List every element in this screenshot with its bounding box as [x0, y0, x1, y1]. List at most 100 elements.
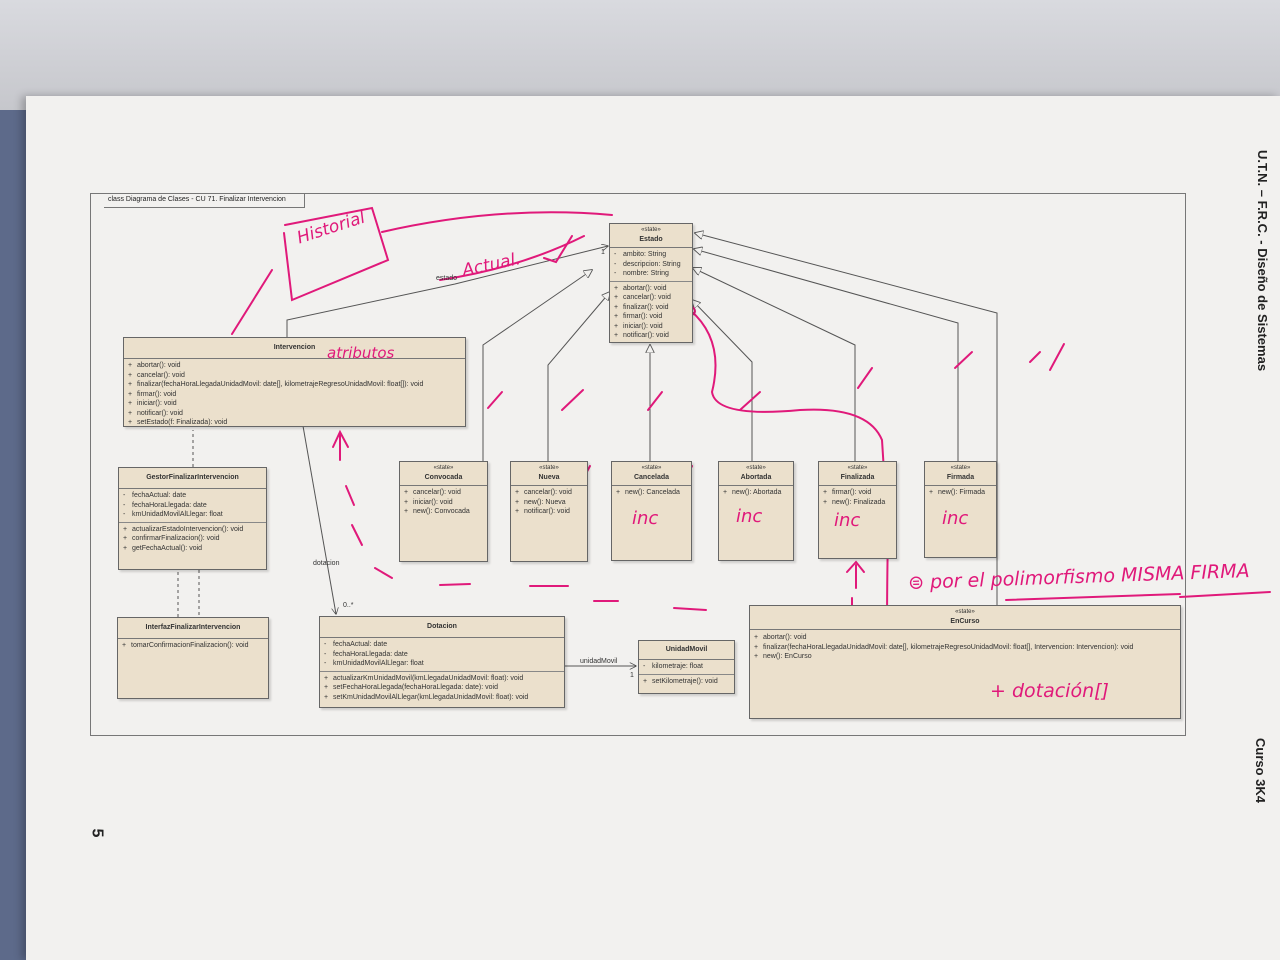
attribute: kmUnidadMovilAlLlegar: float	[333, 660, 424, 667]
operation: notificar(): void	[623, 332, 669, 339]
operation: notificar(): void	[524, 508, 570, 515]
class-name: Finalizada	[840, 474, 875, 481]
assoc-intervencion-estado	[286, 246, 608, 337]
annotation-inc-abortada: inc	[736, 506, 763, 527]
class-firmada[interactable]: «state»Firmada +new(): Firmada	[924, 461, 997, 558]
operation: abortar(): void	[763, 634, 807, 641]
class-name: UnidadMovil	[665, 646, 708, 653]
operation: confirmarFinalizacion(): void	[132, 535, 220, 542]
class-dotacion[interactable]: Dotacion -fechaActual: date -fechaHoraLl…	[319, 616, 565, 708]
assoc-label-unidad-movil: unidadMovil	[580, 658, 618, 665]
class-gestor-finalizar-intervencion[interactable]: GestorFinalizarIntervencion -fechaActual…	[118, 467, 267, 570]
operation: actualizarKmUnidadMovil(kmLlegadaUnidadM…	[333, 674, 524, 682]
operation: firmar(): void	[137, 390, 177, 398]
operation: actualizarEstadoIntervencion(): void	[132, 525, 244, 533]
class-name: Dotacion	[427, 623, 457, 630]
generalization-firmada	[694, 249, 959, 461]
operation: new(): Cancelada	[625, 489, 680, 496]
generalization-abortada	[692, 300, 753, 461]
operation: finalizar(fechaHoraLlegadaUnidadMovil: d…	[763, 643, 1134, 651]
stereotype-label: «state»	[955, 609, 975, 615]
attribute: fechaHoraLlegada: date	[333, 650, 408, 658]
assoc-mult-unidad-movil: 1	[630, 672, 634, 679]
generalization-convocada	[482, 270, 592, 461]
operation: new(): Finalizada	[832, 498, 886, 506]
attribute: descripcion: String	[623, 260, 681, 268]
class-name: GestorFinalizarIntervencion	[146, 474, 239, 481]
assoc-mult-dotacion: 0..*	[343, 602, 354, 609]
stereotype-label: «state»	[433, 465, 454, 471]
assoc-mult-estado: 1	[601, 249, 605, 256]
annotation-inc-cancelada: inc	[632, 508, 659, 529]
class-en-curso[interactable]: «state»EnCurso +abortar(): void +finaliz…	[749, 605, 1181, 719]
generalization-finalizada	[693, 268, 856, 461]
generalization-nueva	[547, 292, 610, 461]
annotation-dotacion: + dotación[]	[990, 680, 1109, 702]
operation: cancelar(): void	[524, 489, 572, 496]
operation: new(): EnCurso	[763, 653, 812, 660]
operation: setFechaHoraLlegada(fechaHoraLlegada: da…	[333, 684, 498, 691]
attribute: nombre: String	[623, 270, 669, 277]
diagram-frame-label: class Diagrama de Clases - CU 71. Finali…	[104, 193, 305, 208]
operation: iniciar(): void	[623, 322, 663, 330]
operation: notificar(): void	[137, 409, 183, 417]
class-interfaz-finalizar-intervencion[interactable]: InterfazFinalizarIntervencion +tomarConf…	[117, 617, 269, 699]
operation: new(): Convocada	[413, 508, 470, 515]
operation: cancelar(): void	[623, 294, 671, 301]
class-name: Cancelada	[633, 474, 670, 481]
operation: new(): Firmada	[938, 489, 986, 496]
operation: cancelar(): void	[413, 489, 461, 496]
operation: firmar(): void	[623, 313, 663, 320]
operation: setKmUnidadMovilAlLlegar(kmLlegadaUnidad…	[333, 693, 529, 701]
operation: iniciar(): void	[413, 498, 453, 506]
stereotype-label: «state»	[641, 227, 661, 233]
attribute: kmUnidadMovilAlLlegar: float	[132, 511, 223, 518]
assoc-label-dotacion: dotacion	[313, 560, 340, 567]
attribute: ambito: String	[623, 251, 667, 258]
class-finalizada[interactable]: «state»Finalizada +firmar(): void +new()…	[818, 461, 897, 559]
operation: abortar(): void	[137, 362, 181, 369]
operation: tomarConfirmacionFinalizacion(): void	[131, 642, 249, 649]
class-cancelada[interactable]: «state»Cancelada +new(): Cancelada	[611, 461, 692, 561]
assoc-intervencion-dotacion	[302, 425, 336, 614]
operation: new(): Abortada	[732, 489, 782, 496]
diagram-frame	[90, 193, 1186, 736]
annotation-inc-finalizada: inc	[834, 510, 861, 531]
operation: firmar(): void	[832, 489, 872, 496]
operation: getFechaActual(): void	[132, 544, 203, 552]
class-name: Convocada	[424, 474, 463, 481]
operation: setKilometraje(): void	[652, 677, 718, 685]
class-name: Intervencion	[273, 344, 316, 351]
class-name: Nueva	[538, 474, 560, 481]
stereotype-label: «state»	[641, 465, 662, 471]
operation: iniciar(): void	[137, 400, 177, 407]
attribute: fechaActual: date	[132, 492, 187, 499]
stereotype-label: «state»	[539, 465, 559, 471]
operation: new(): Nueva	[524, 498, 566, 506]
operation: finalizar(): void	[623, 303, 669, 311]
class-unidad-movil[interactable]: UnidadMovil -kilometraje: float +setKilo…	[638, 640, 735, 694]
stereotype-label: «state»	[847, 465, 868, 471]
generalization-encurso	[695, 233, 998, 605]
class-convocada[interactable]: «state»Convocada +cancelar(): void +inic…	[399, 461, 488, 562]
class-name: EnCurso	[950, 618, 980, 625]
attribute: kilometraje: float	[652, 663, 703, 670]
class-abortada[interactable]: «state»Abortada +new(): Abortada	[718, 461, 794, 561]
class-name: Abortada	[740, 474, 772, 481]
operation: abortar(): void	[623, 284, 667, 292]
attribute: fechaHoraLlegada: date	[132, 501, 207, 509]
class-name: InterfazFinalizarIntervencion	[145, 624, 241, 631]
class-name: Firmada	[946, 474, 975, 481]
stereotype-label: «state»	[950, 465, 971, 471]
class-nueva[interactable]: «state»Nueva +cancelar(): void +new(): N…	[510, 461, 588, 562]
assoc-label-estado: estado	[436, 275, 458, 282]
desk-background	[0, 0, 1280, 110]
attribute: fechaActual: date	[333, 641, 388, 648]
operation: finalizar(fechaHoraLlegadaUnidadMovil: d…	[137, 381, 424, 388]
operation: setEstado(f: Finalizada): void	[137, 419, 228, 426]
class-estado[interactable]: «state»Estado -ambito: String -descripci…	[609, 223, 693, 343]
operation: cancelar(): void	[137, 371, 185, 379]
stereotype-label: «state»	[746, 465, 766, 471]
class-intervencion[interactable]: Intervencion +abortar(): void +cancelar(…	[123, 337, 466, 427]
annotation-inc-firmada: inc	[942, 508, 969, 529]
